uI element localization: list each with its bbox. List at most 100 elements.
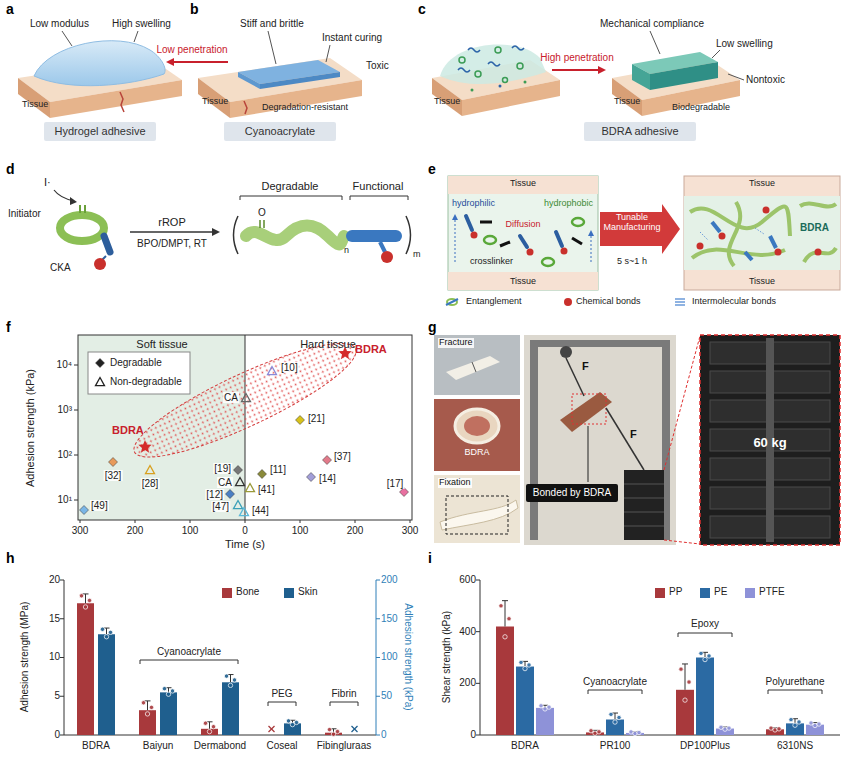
reaction-scheme — [240, 196, 342, 200]
reaction-scheme — [380, 242, 385, 252]
mechanism-illustration — [712, 222, 720, 232]
bdra-illustration — [468, 48, 480, 52]
reaction-scheme — [406, 216, 411, 254]
panel-letter: h — [6, 551, 15, 566]
diamond-marker — [296, 416, 305, 425]
annotation: 100 — [381, 651, 398, 662]
data-point — [162, 686, 166, 690]
annotation: [49] — [90, 500, 109, 511]
annotation: 300 — [402, 525, 419, 536]
data-point — [699, 651, 703, 655]
mechanism-illustration — [556, 232, 562, 246]
reaction-scheme — [350, 196, 408, 200]
photo-panel — [464, 416, 490, 436]
annotation: [12] — [205, 489, 224, 500]
diamond-marker — [307, 473, 316, 482]
annotation: [21] — [307, 413, 326, 424]
annotation: F — [582, 360, 589, 372]
error-bar — [615, 713, 616, 719]
photo-panel — [700, 335, 840, 545]
annotation: Cyanoacrylate — [583, 676, 647, 687]
annotation: Nontoxic — [746, 74, 785, 85]
bar — [139, 710, 156, 735]
axis-line — [60, 696, 64, 697]
panel-letter: f — [6, 320, 11, 335]
axis-line — [410, 520, 411, 523]
mechanism-illustration — [448, 176, 598, 194]
annotation: [19] — [213, 463, 232, 474]
error-bar — [525, 661, 526, 666]
annotation: Toxic — [366, 60, 389, 71]
reaction-scheme — [130, 231, 212, 233]
mechanism-illustration — [448, 272, 598, 290]
error-bar — [682, 663, 688, 664]
annotation: Shear strength (kPa) — [441, 611, 452, 703]
axis-line — [60, 580, 64, 581]
reaction-scheme — [54, 190, 411, 270]
triangle-marker — [246, 484, 255, 492]
diamond-marker — [323, 456, 332, 465]
group-bracket — [330, 702, 358, 706]
adhesion-map-plot — [123, 325, 366, 475]
photo-panel — [530, 340, 538, 540]
cyanoacrylate-illustration — [198, 78, 230, 118]
annotation: Hard tissue — [300, 338, 356, 350]
bdra-illustration — [458, 68, 470, 72]
annotation: Adhesion strength (MPa) — [19, 602, 30, 713]
data-point — [589, 729, 593, 733]
mechanism-illustration — [542, 258, 554, 266]
annotation: BPO/DMPT, RT — [137, 238, 207, 249]
triangle-marker — [146, 466, 155, 474]
label-box: Hydrogel adhesive — [44, 122, 156, 141]
data-point — [499, 604, 503, 608]
bar — [98, 634, 115, 735]
mechanism-illustration — [452, 214, 458, 220]
error-bar — [85, 594, 86, 603]
legend-label: Intermolecular bonds — [692, 297, 776, 307]
cyanoacrylate-illustration — [326, 45, 330, 62]
annotation: [41] — [257, 484, 276, 495]
box-label: Bonded by BDRA — [533, 487, 611, 499]
data-point — [335, 729, 339, 733]
legend-swatch — [222, 588, 232, 598]
annotation: CA — [217, 477, 233, 488]
group-bracket — [588, 690, 642, 694]
annotation: BDRA — [464, 448, 489, 458]
panel-letter: c — [418, 2, 426, 17]
annotation: Fracture — [438, 338, 474, 348]
mechanism-illustration — [572, 218, 584, 226]
reaction-scheme — [352, 230, 396, 242]
data-point — [613, 720, 617, 724]
mechanism-illustration — [775, 249, 782, 256]
annotation: n — [344, 246, 349, 256]
annotation: Fibrin — [331, 688, 356, 699]
cyanoacrylate-illustration — [244, 101, 247, 114]
legend-label: Degradable — [110, 357, 162, 368]
mechanism-illustration — [471, 232, 478, 239]
cyanoacrylate-illustration — [238, 72, 260, 89]
data-point — [228, 683, 232, 687]
annotation: 60 kg — [753, 436, 786, 450]
hydrogel-illustration — [18, 78, 50, 118]
bar — [77, 603, 94, 735]
photo-panel — [588, 426, 589, 482]
annotation: BDRA — [800, 222, 829, 233]
legend-label: PTFE — [759, 586, 785, 597]
error-bar — [505, 601, 506, 627]
mechanism-illustration — [697, 243, 704, 250]
mechanism-illustration — [448, 176, 598, 290]
annotation: Tissue — [749, 179, 775, 189]
hydrogel-illustration — [34, 41, 165, 86]
panel-letter: b — [190, 2, 199, 17]
legend-sample — [446, 299, 458, 305]
annotation: Tissue — [202, 97, 228, 107]
bar — [536, 708, 554, 735]
annotation: BDRA — [112, 424, 144, 436]
hydrogel-illustration — [120, 92, 124, 112]
annotation: 10³ — [58, 404, 72, 415]
data-point — [145, 712, 149, 716]
annotation: Adhesion strength (kPa) — [24, 369, 36, 487]
reaction-scheme — [104, 236, 110, 252]
photo-panel — [524, 335, 676, 545]
